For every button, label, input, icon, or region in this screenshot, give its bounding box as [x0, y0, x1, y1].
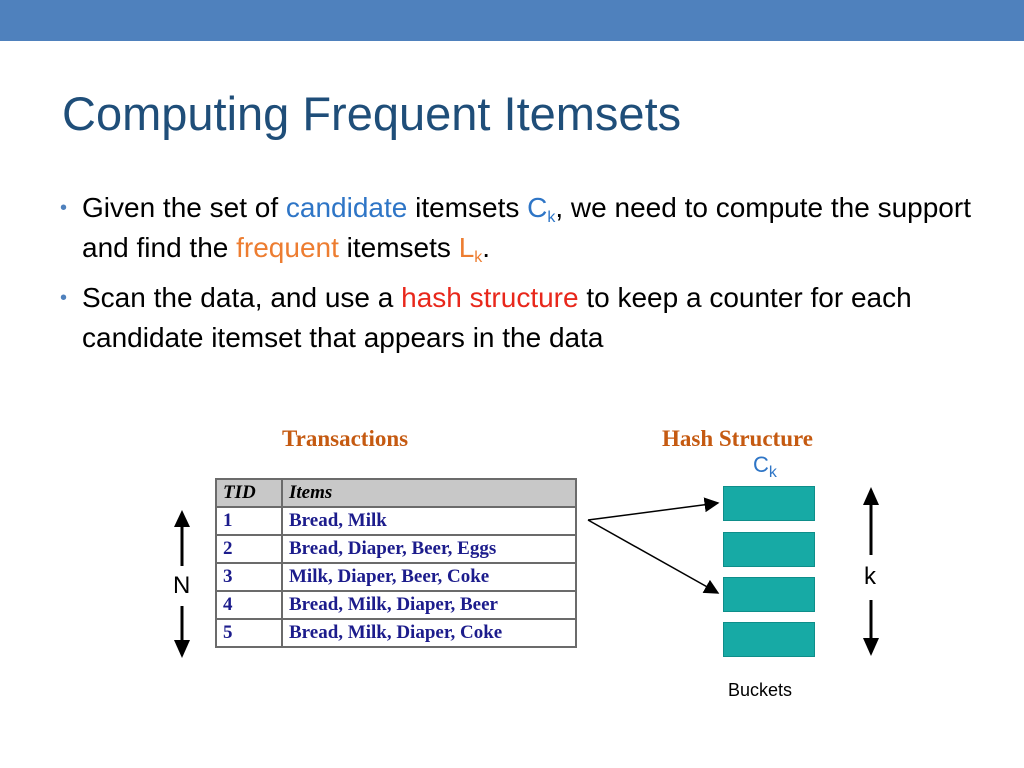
bullet-text: to keep a counter for each candidate ite… [82, 282, 912, 353]
term-hash-structure: hash structure [401, 282, 579, 313]
hash-structure-caption: Hash Structure [662, 426, 813, 451]
hash-mapping-arrow-icon [587, 497, 720, 594]
cell-tid: 2 [215, 534, 283, 564]
hash-bucket [723, 622, 815, 657]
transactions-caption: Transactions [282, 426, 409, 451]
cell-tid: 4 [215, 590, 283, 620]
bullet-list: • Given the set of candidate itemsets Ck… [60, 188, 1010, 368]
bullet-dot-icon: • [60, 287, 68, 309]
hash-bucket [723, 532, 815, 567]
bullet-text: itemsets [407, 192, 528, 223]
header-items: Items [281, 478, 577, 508]
cell-tid: 1 [215, 506, 283, 536]
bullet-item: • Scan the data, and use a hash structur… [60, 278, 1010, 358]
cell-items: Bread, Diaper, Beer, Eggs [281, 534, 577, 564]
buckets-label: Buckets [728, 680, 793, 700]
bullet-item: • Given the set of candidate itemsets Ck… [60, 188, 1010, 268]
slide-title: Computing Frequent Itemsets [62, 87, 682, 140]
cell-tid: 5 [215, 618, 283, 648]
k-double-arrow-icon [863, 487, 879, 656]
bullet-dot-icon: • [60, 197, 68, 219]
term-frequent: frequent [236, 232, 339, 263]
term-candidate: candidate [285, 192, 408, 223]
symbol-lk: Lk [458, 232, 483, 266]
header-tid: TID [215, 478, 283, 508]
bullet-text: itemsets [338, 232, 459, 263]
bullet-text: . [482, 232, 491, 263]
cell-items: Bread, Milk [281, 506, 577, 536]
n-label: N [173, 572, 191, 599]
ck-label: Ck [753, 452, 777, 481]
bullet-text: , we need to compute the support and fin… [82, 192, 971, 263]
cell-items: Milk, Diaper, Beer, Coke [281, 562, 577, 592]
top-accent-bar [0, 0, 1024, 41]
cell-items: Bread, Milk, Diaper, Beer [281, 590, 577, 620]
cell-items: Bread, Milk, Diaper, Coke [281, 618, 577, 648]
n-double-arrow-icon [174, 510, 190, 658]
symbol-ck: Ck [527, 192, 556, 226]
k-label: k [864, 563, 876, 590]
hash-bucket [723, 577, 815, 612]
bullet-text: Scan the data, and use a [82, 282, 402, 313]
cell-tid: 3 [215, 562, 283, 592]
table-header-row: TID Items [215, 478, 577, 508]
hash-bucket [723, 486, 815, 521]
bullet-text: Given the set of [82, 192, 286, 223]
